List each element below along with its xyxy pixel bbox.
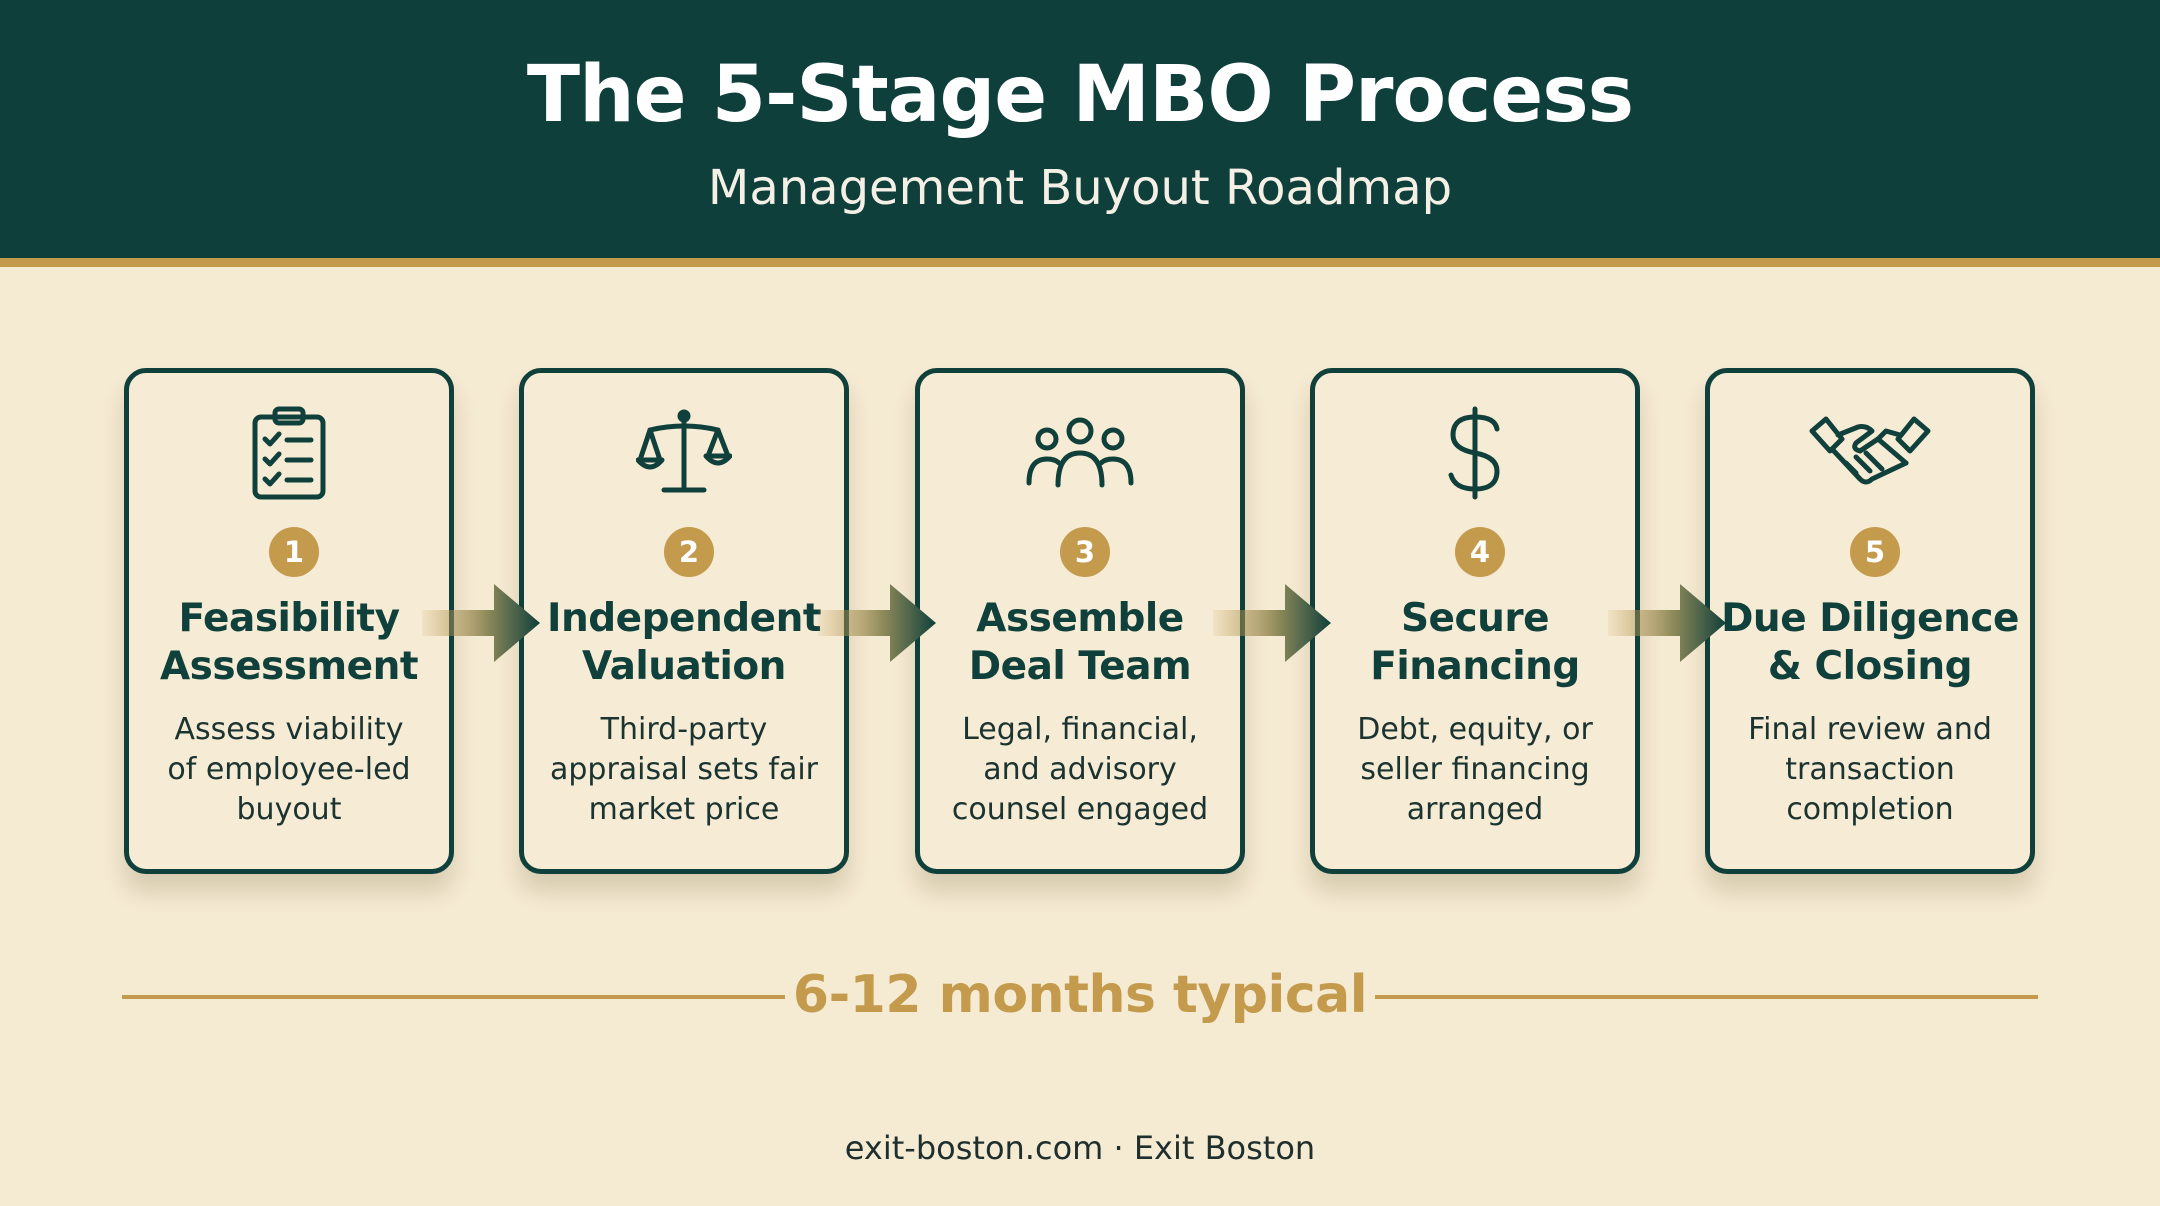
connector-arrow-icon — [1213, 584, 1331, 662]
stage-card-5: 5 Due Diligence& Closing Final review an… — [1705, 368, 2035, 874]
balance-scale-icon — [524, 403, 844, 503]
connector-arrow-icon — [422, 584, 540, 662]
stage-number-badge: 4 — [1455, 527, 1505, 577]
connector-arrow-icon — [1608, 584, 1726, 662]
stage-number-badge: 3 — [1060, 527, 1110, 577]
connector-arrow-icon — [818, 584, 936, 662]
timeline-label: 6-12 months typical — [792, 965, 1368, 1025]
handshake-icon — [1710, 403, 2030, 503]
header-banner: The 5-Stage MBO Process Management Buyou… — [0, 0, 2160, 267]
timeline-line-right — [1375, 995, 2038, 999]
stage-title: Due Diligence& Closing — [1721, 596, 2019, 689]
timeline-line-left — [122, 995, 785, 999]
stage-number-badge: 5 — [1850, 527, 1900, 577]
clipboard-checklist-icon — [129, 403, 449, 503]
page-title: The 5-Stage MBO Process — [526, 50, 1634, 140]
dollar-sign-icon — [1315, 403, 1635, 503]
team-people-icon — [920, 403, 1240, 503]
stage-number-badge: 2 — [664, 527, 714, 577]
page-subtitle: Management Buyout Roadmap — [707, 160, 1453, 216]
footer-credit: exit-boston.com · Exit Boston — [844, 1129, 1316, 1167]
stage-number-badge: 1 — [269, 527, 319, 577]
